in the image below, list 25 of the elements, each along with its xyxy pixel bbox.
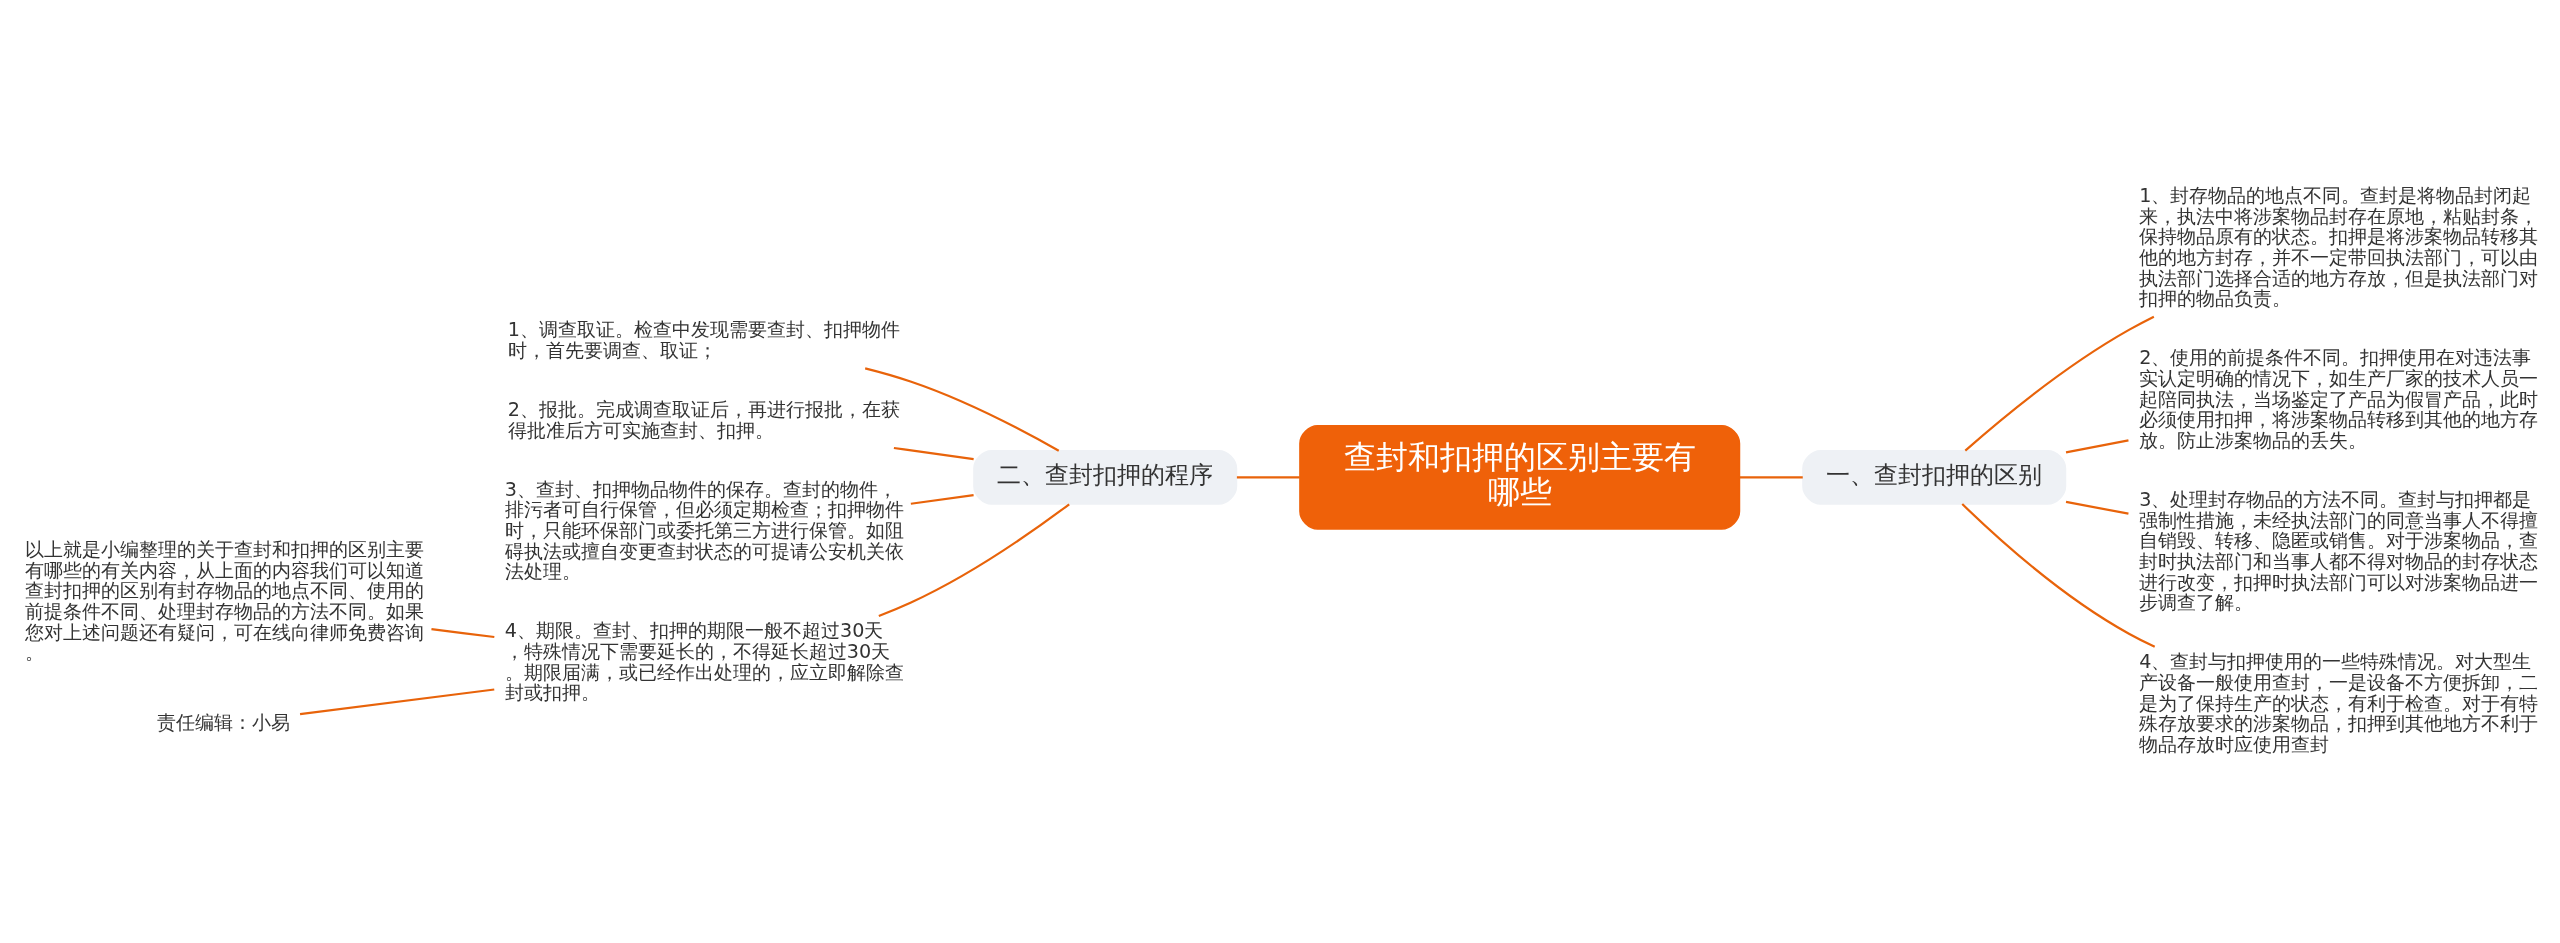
node-text: 3、处理封存物品的方法不同。查封与扣押都是强制性措施，未经执法部门的同意当事人不得擅自销毁、转移、隐匿或销售。对于涉案物品，查封时执法部门和当事人都不得对物品的封存状态进行改变，扣押时执法部门可以对涉案物品进一步调查了解。 <box>2139 488 2539 615</box>
connector <box>1964 315 2155 452</box>
node-box: 查封和扣押的区别主要有哪些 <box>1299 425 1741 530</box>
connector <box>2065 500 2129 515</box>
connector <box>299 688 495 716</box>
node-text: 1、调查取证。检查中发现需要查封、扣押物件时，首先要调查、取证； <box>507 318 900 363</box>
connector <box>2065 439 2129 454</box>
connector <box>893 446 974 461</box>
node-box: 一、查封扣押的区别 <box>1802 450 2067 505</box>
node-text: 2、报批。完成调查取证后，再进行报批，在获得批准后方可实施查封、扣押。 <box>507 398 900 442</box>
node-text: 以上就是小编整理的关于查封和扣押的区别主要有哪些的有关内容，从上面的内容我们可以知道查封扣押的区别有封存物品的地点不同、使用的前提条件不同、处理封存物品的方法不同。如果您对上述问题还有疑问，可在线向律师免费咨询。 <box>25 538 425 665</box>
node-text: 1、封存物品的地点不同。查封是将物品封闭起来，执法中将涉案物品封存在原地，粘贴封条，保持物品原有的状态。扣押是将涉案物品转移其他的地方封存，并不一定带回执法部门，可以由执法部门选择合适的地方存放，但是执法部门对扣押的物品负责。 <box>2139 184 2539 311</box>
node-box: 二、查封扣押的程序 <box>973 450 1238 505</box>
connector <box>1961 503 2156 648</box>
connector <box>431 627 495 639</box>
node-text: 3、查封、扣押物品物件的保存。查封的物件，排污者可自行保管，但必须定期检查；扣押物件时，只能环保部门或委托第三方进行保管。如阻碍执法或擅自变更查封状态的可提请公安机关依法处理。 <box>504 477 904 584</box>
connector <box>1739 476 1803 479</box>
node-text: 责任编辑：小易 <box>156 710 290 734</box>
connector <box>864 367 1060 452</box>
connector <box>878 503 1070 618</box>
node-text: 4、期限。查封、扣押的期限一般不超过30天，特殊情况下需要延长的，不得延长超过30天。期限届满，或已经作出处理的，应立即解除查封或扣押。 <box>504 619 904 705</box>
node-text: 4、查封与扣押使用的一些特殊情况。对大型生产设备一般使用查封，一是设备不方便拆卸，二是为了保持生产的状态，有利于检查。对于有特殊存放要求的涉案物品，扣押到其他地方不利于物品存放时应使用查封 <box>2139 650 2539 756</box>
connector <box>910 494 974 505</box>
node-text: 2、使用的前提条件不同。扣押使用在对违法事实认定明确的情况下，如生产厂家的技术人员一起陪同执法，当场鉴定了产品为假冒产品，此时必须使用扣押，将涉案物品转移到其他的地方存放。防止涉案物品的丢失。 <box>2139 346 2539 453</box>
connector <box>1236 476 1300 479</box>
